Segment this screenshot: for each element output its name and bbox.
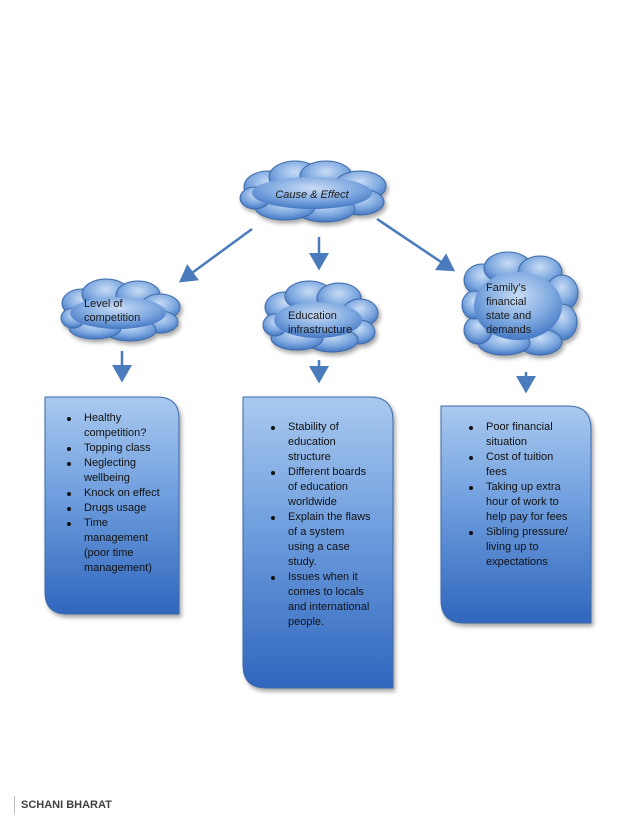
arrow-center-to-right <box>376 217 456 272</box>
list-item: Explain the flaws of a system using a ca… <box>268 510 372 570</box>
list-item: Cost of tuition fees <box>466 450 570 480</box>
list-item: Knock on effect <box>64 486 160 501</box>
box-competition <box>44 396 180 615</box>
list-item: Sibling pressure/ living up to expectati… <box>466 525 570 570</box>
cloud-family <box>461 251 579 356</box>
list-item: Stability of education structure <box>268 420 372 465</box>
list-item: Time management (poor time management) <box>64 516 160 576</box>
cloud-label-competition: Level of competition <box>84 298 141 324</box>
center-cloud-label: Cause & Effect <box>275 189 349 201</box>
footer-author: SCHANI BHARAT <box>14 796 112 814</box>
box-list-family: Poor financial situation Cost of tuition… <box>466 420 570 570</box>
list-item: Neglecting wellbeing <box>64 456 160 486</box>
cloud-label-education: Education infrastructure <box>288 310 353 336</box>
cloud-education <box>262 280 379 353</box>
box-education <box>242 396 394 689</box>
list-item: Issues when it comes to locals and inter… <box>268 570 372 630</box>
cloud-competition <box>60 278 181 342</box>
list-item: Topping class <box>64 441 160 456</box>
list-item: Taking up extra hour of work to help pay… <box>466 480 570 525</box>
list-item: Healthy competition? <box>64 411 160 441</box>
cloud-cause-effect <box>239 160 387 223</box>
box-family <box>440 405 592 624</box>
list-item: Poor financial situation <box>466 420 570 450</box>
list-item: Drugs usage <box>64 501 160 516</box>
box-list-competition: Healthy competition? Topping class Negle… <box>64 411 160 576</box>
list-item: Different boards of education worldwide <box>268 465 372 510</box>
arrow-center-to-left <box>178 227 253 283</box>
cloud-label-family: Family’s financial state and demands <box>486 282 532 336</box>
box-list-education: Stability of education structure Differe… <box>268 420 372 630</box>
